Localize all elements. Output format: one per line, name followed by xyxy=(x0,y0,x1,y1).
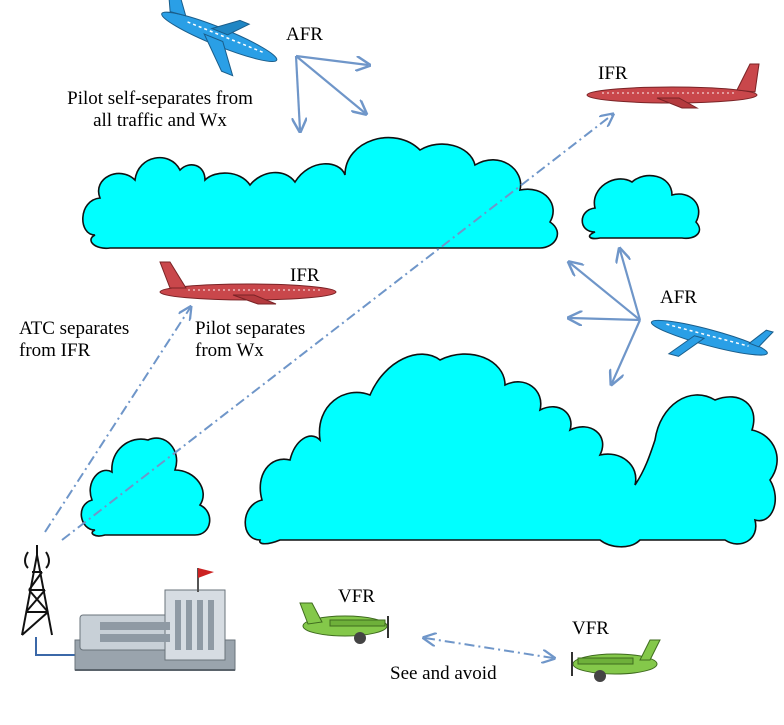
ifr-aircraft-mid-icon xyxy=(159,261,337,305)
atc-datalink-lines xyxy=(44,115,612,658)
atc-line1: ATC separates xyxy=(19,318,130,339)
pilot-self-line2: all traffic and Wx xyxy=(93,109,227,131)
cloud-upper-small xyxy=(581,174,701,240)
pilot-self-separates-label: Pilot self-separates from all traffic an… xyxy=(32,88,288,132)
afr-top-label: AFR xyxy=(286,24,323,45)
afr-right-label: AFR xyxy=(660,287,697,308)
vfr-aircraft-left-icon xyxy=(299,602,389,644)
vfr-right-label: VFR xyxy=(572,618,609,639)
atc-building-icon xyxy=(74,568,236,671)
ifr-top-label: IFR xyxy=(598,63,628,84)
radio-tower-icon xyxy=(21,545,85,656)
afr-aircraft-top-icon xyxy=(161,0,278,77)
afr-right-arrows xyxy=(570,250,642,383)
pilot-separates-wx-label: Pilot separates from Wx xyxy=(195,318,305,362)
cloud-lower-large xyxy=(244,353,778,548)
see-and-avoid-label: See and avoid xyxy=(390,663,497,684)
vfr-aircraft-right-icon xyxy=(571,639,661,682)
cloud-upper-large xyxy=(82,136,559,250)
ifr-aircraft-top-icon xyxy=(586,63,760,109)
cloud-lower-left xyxy=(80,437,211,537)
pilot-wx-line2: from Wx xyxy=(195,339,264,361)
afr-top-arrows xyxy=(296,54,368,130)
ifr-mid-label: IFR xyxy=(290,265,320,286)
vfr-left-label: VFR xyxy=(338,586,375,607)
pilot-wx-line1: Pilot separates xyxy=(195,318,306,339)
atc-separates-label: ATC separates from IFR xyxy=(19,318,129,362)
atc-line2: from IFR xyxy=(19,339,91,361)
pilot-self-line1: Pilot self-separates from xyxy=(67,88,253,109)
afr-aircraft-right-icon xyxy=(650,319,774,357)
